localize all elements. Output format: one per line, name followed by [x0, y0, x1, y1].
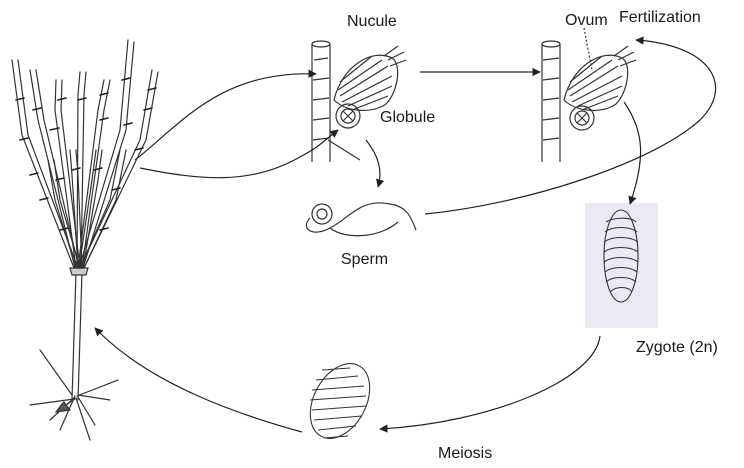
ovum-shape	[564, 46, 636, 110]
label-fertilization: Fertilization	[619, 9, 701, 26]
zygote-panel	[585, 203, 658, 328]
label-nucule: Nucule	[347, 13, 397, 30]
arrow-plant-to-nucule	[135, 74, 316, 160]
arrow-plant-to-globule	[140, 130, 338, 178]
label-globule: Globule	[380, 109, 435, 126]
label-sperm: Sperm	[341, 251, 388, 268]
fertilization-illustration	[542, 28, 636, 162]
arrow-globule-to-sperm	[366, 140, 380, 187]
nucule-shape	[334, 46, 406, 110]
oospore-illustration	[298, 353, 381, 448]
arrow-zygote-to-meiosis	[380, 336, 600, 429]
arrow-meiosis-to-plant	[95, 328, 302, 432]
sperm-illustration	[306, 203, 416, 236]
chara-plant	[12, 40, 158, 440]
arrow-sperm-to-fertilization	[425, 40, 716, 214]
label-meiosis: Meiosis	[438, 445, 492, 462]
label-zygote: Zygote (2n)	[636, 339, 718, 356]
plant-branches	[12, 40, 158, 268]
label-ovum: Ovum	[565, 12, 608, 29]
gametangia-illustration	[312, 41, 406, 162]
arrow-to-zygote	[624, 102, 641, 204]
